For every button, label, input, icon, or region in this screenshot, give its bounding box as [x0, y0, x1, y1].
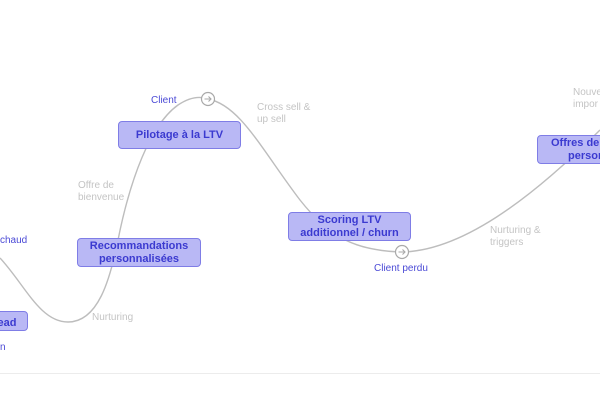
box-scoring-ltv: Scoring LTV additionnel / churn — [288, 212, 411, 241]
label-nouveautes: Nouve impor — [573, 87, 600, 111]
label-cross-sell-line2: up sell — [257, 114, 286, 125]
label-offre-bienvenue-line2: bienvenue — [78, 192, 125, 203]
box-offres-line2: person — [568, 149, 600, 162]
journey-path — [0, 96, 600, 323]
label-cross-sell: Cross sell & up sell — [257, 102, 310, 126]
box-scoring-ltv-line2: additionnel / churn — [300, 226, 399, 239]
label-n: n — [0, 342, 6, 353]
label-cross-sell-line1: Cross sell & — [257, 102, 311, 113]
label-nurturing-triggers: Nurturing & triggers — [490, 225, 541, 249]
label-nurturing-triggers-line1: Nurturing & — [490, 225, 541, 236]
label-chaud: chaud — [0, 235, 28, 246]
box-recommandations-line2: personnalisées — [98, 252, 180, 265]
arrow-right-circle-icon — [394, 244, 410, 260]
label-offre-bienvenue-line1: Offre de — [78, 180, 114, 191]
label-client-perdu: Client perdu — [374, 263, 428, 274]
box-pilotage-ltv: Pilotage à la LTV — [118, 121, 241, 149]
box-lead-label: ead — [0, 317, 17, 329]
label-nurturing-triggers-line2: triggers — [490, 237, 524, 248]
label-offre-bienvenue: Offre de bienvenue — [78, 180, 124, 204]
box-pilotage-ltv-label: Pilotage à la LTV — [135, 128, 224, 141]
label-client: Client — [151, 95, 177, 106]
box-recommandations: Recommandations personnalisées — [77, 238, 201, 267]
box-offres-line1: Offres de r — [551, 136, 600, 149]
box-recommandations-line1: Recommandations — [89, 239, 189, 252]
arrow-right-circle-icon — [200, 91, 216, 107]
bottom-divider — [0, 373, 600, 374]
label-nouveautes-line2: impor — [573, 99, 599, 110]
box-offres: Offres de r person — [537, 135, 600, 164]
box-scoring-ltv-line1: Scoring LTV — [317, 213, 382, 226]
box-lead: ead — [0, 311, 28, 331]
label-nouveautes-line1: Nouve — [573, 87, 600, 98]
label-nurturing: Nurturing — [92, 312, 134, 323]
